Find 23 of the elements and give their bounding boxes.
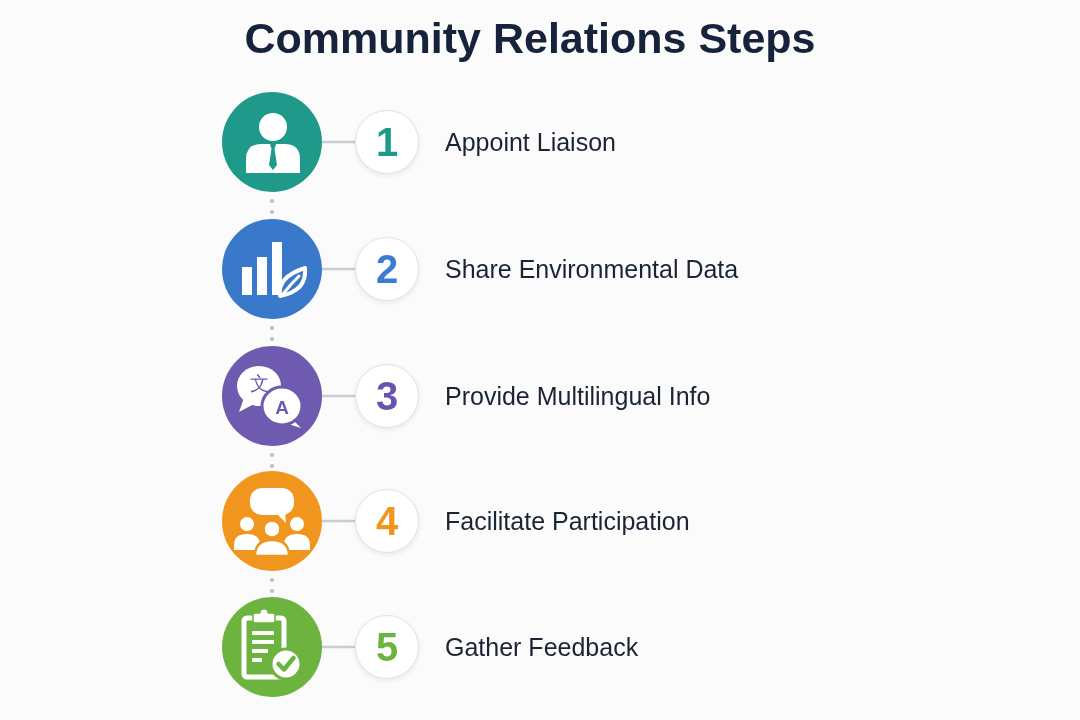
step-number: 5 (375, 627, 399, 667)
step-label: Facilitate Participation (445, 506, 690, 536)
step-label: Appoint Liaison (445, 127, 616, 157)
diagram-title: Community Relations Steps (243, 14, 817, 63)
bubble-letter: 文 (249, 373, 269, 393)
number-circle (355, 615, 419, 679)
step-number: 1 (375, 122, 399, 162)
step-label: Gather Feedback (445, 632, 639, 662)
step-label: Provide Multilingual Info (445, 381, 711, 411)
step-label: Share Environmental Data (445, 254, 739, 284)
step-number: 4 (375, 501, 399, 541)
connector-line (322, 394, 355, 398)
connector-line (322, 519, 355, 523)
step-number: 2 (375, 249, 399, 289)
number-circle (355, 364, 419, 428)
connector-line (322, 267, 355, 271)
step-number: 3 (375, 376, 399, 416)
connector-line (322, 645, 355, 649)
number-circle (355, 489, 419, 553)
number-circle (355, 110, 419, 174)
number-circle (355, 237, 419, 301)
bubble-letter: A (275, 397, 289, 417)
connector-line (322, 140, 355, 144)
